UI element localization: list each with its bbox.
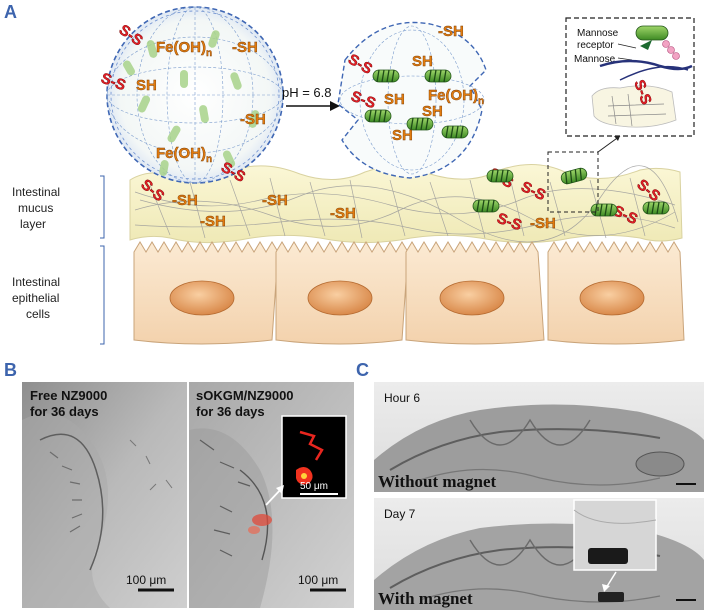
epithelial-cell: [405, 241, 545, 345]
nucleus: [439, 280, 505, 316]
epithelial-cells: [133, 241, 685, 345]
mannose-receptor-label-2: receptor: [577, 40, 614, 51]
magnet-inset: [573, 499, 657, 571]
bacterium: [472, 199, 500, 213]
fluorescence-inset: 50 μm: [281, 415, 347, 499]
epithelial-label-2: epithelial: [12, 291, 59, 305]
thiol-label: -SH: [530, 215, 556, 232]
free-nz9000-title-1: Free NZ9000: [30, 388, 107, 403]
bacterium: [590, 203, 618, 217]
fe-oh-label: Fe(OH)n: [428, 87, 484, 107]
bacterium: [642, 201, 670, 215]
magnet: [598, 592, 624, 602]
inset-scale-label: 50 μm: [300, 481, 328, 492]
mucin-mesh: [134, 165, 679, 243]
fe-oh-label: Fe(OH)n: [156, 39, 212, 59]
mannose-receptor-label-1: Mannose: [577, 28, 619, 39]
nucleus: [579, 280, 645, 316]
zoom-region-box: [547, 151, 599, 213]
mannose-label: Mannose: [574, 54, 616, 65]
epithelial-cell: [133, 241, 279, 345]
bacterium: [372, 69, 400, 83]
inset-arrow: [605, 571, 617, 589]
bacterium: [486, 169, 514, 183]
scale-bar-label: 100 μm: [126, 573, 166, 587]
without-magnet-caption: Without magnet: [378, 472, 497, 491]
thiol-label: SH: [412, 53, 433, 70]
with-magnet-caption: With magnet: [378, 589, 473, 608]
thiol-label: -SH: [330, 205, 356, 222]
xray-without-magnet: [374, 382, 704, 492]
panel-b-letter: B: [4, 360, 17, 380]
epithelial-cell: [547, 241, 685, 345]
mucus-layer-label-2: mucus: [18, 201, 53, 215]
panel-c-letter: C: [356, 360, 369, 380]
thiol-label: SH: [422, 103, 443, 120]
nucleus: [307, 280, 373, 316]
sokgm-title-1: sOKGM/NZ9000: [196, 388, 294, 403]
microsphere-intact: [106, 6, 284, 184]
thiol-label: -SH: [200, 213, 226, 230]
thiol-label: -SH: [262, 192, 288, 209]
mucus-layer-label-3: layer: [20, 217, 46, 231]
scale-bar-label: 100 μm: [298, 573, 338, 587]
epithelial-cell: [275, 241, 409, 345]
microsphere-degrading: [337, 21, 487, 179]
mannose-receptor-shape: [640, 40, 652, 50]
hour-6-label: Hour 6: [384, 391, 420, 405]
bacterium-large: [635, 25, 669, 41]
mucus-layer-label-1: Intestinal: [12, 185, 60, 199]
thiol-label: -SH: [172, 192, 198, 209]
thiol-label: SH: [392, 127, 413, 144]
sokgm-title-2: for 36 days: [196, 404, 265, 419]
epithelial-label-3: cells: [26, 307, 50, 321]
ph-label: pH = 6.8: [282, 85, 332, 100]
bacterium: [441, 125, 469, 139]
receptor-inset: Mannose receptor Mannose S-S: [565, 17, 695, 137]
thiol-label: -SH: [232, 39, 258, 56]
day-7-label: Day 7: [384, 507, 416, 521]
bacterium: [364, 109, 392, 123]
thiol-label: -SH: [240, 111, 266, 128]
micrograph-free-nz9000: [22, 382, 187, 608]
nucleus: [169, 280, 235, 316]
thiol-label: SH: [384, 91, 405, 108]
bacterium: [424, 69, 452, 83]
fe-oh-label: Fe(OH)n: [156, 145, 212, 165]
fluorescent-bacteria: [252, 514, 272, 526]
thiol-label: -SH: [438, 23, 464, 40]
free-nz9000-title-2: for 36 days: [30, 404, 99, 419]
panel-a-letter: A: [4, 2, 17, 22]
thiol-label: SH: [136, 77, 157, 94]
epithelial-label-1: Intestinal: [12, 275, 60, 289]
